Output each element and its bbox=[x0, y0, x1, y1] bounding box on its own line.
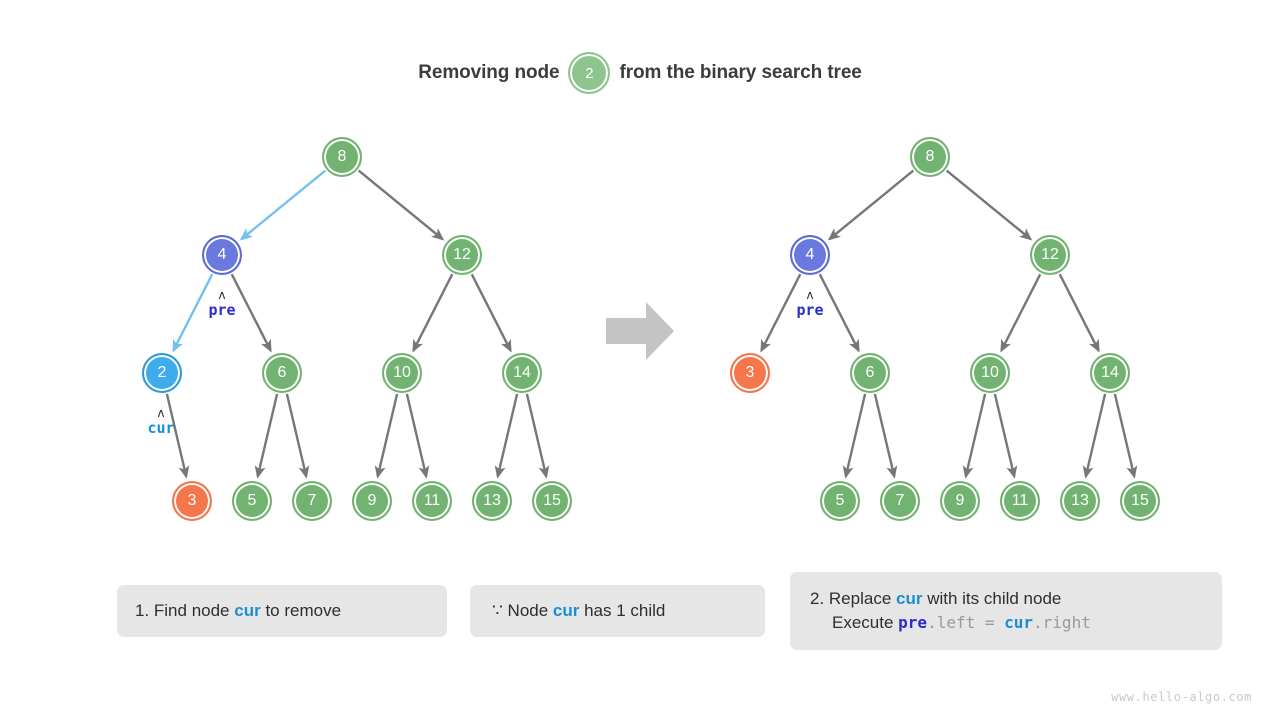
tree-edge bbox=[1082, 393, 1107, 479]
tree-node-4: 4 bbox=[790, 235, 830, 275]
tree-edge bbox=[525, 393, 550, 479]
tree-edge bbox=[873, 393, 898, 479]
tree-node-13: 13 bbox=[472, 481, 512, 521]
tree-node-9: 9 bbox=[940, 481, 980, 521]
caption-2-line1-prefix: 2. Replace bbox=[810, 589, 896, 608]
tree-edge bbox=[230, 273, 272, 353]
tree-edge bbox=[412, 273, 454, 353]
tree-edge bbox=[374, 393, 399, 479]
caption-reason-cur-token: cur bbox=[552, 601, 580, 620]
tree-node-8: 8 bbox=[910, 137, 950, 177]
caption-1-prefix: 1. Find node bbox=[135, 601, 235, 620]
tree-node-13: 13 bbox=[1060, 481, 1100, 521]
tree-edge bbox=[1058, 273, 1100, 353]
tree-node-5: 5 bbox=[232, 481, 272, 521]
tree-node-12: 12 bbox=[442, 235, 482, 275]
tree-node-15: 15 bbox=[532, 481, 572, 521]
caret-icon: ʌ bbox=[806, 288, 814, 302]
tree-edge bbox=[1000, 273, 1042, 353]
caption-2-right-expr: .right bbox=[1033, 613, 1091, 632]
caption-step-1-line: 1. Find node cur to remove bbox=[135, 601, 447, 621]
tree-node-2: 2 bbox=[142, 353, 182, 393]
tree-node-14: 14 bbox=[1090, 353, 1130, 393]
tree-edge bbox=[470, 273, 512, 353]
tree-edge bbox=[945, 169, 1033, 241]
caption-2-pre-token: pre bbox=[898, 613, 928, 632]
title-text-before: Removing node bbox=[418, 62, 560, 83]
caption-2-cur-token: cur bbox=[1004, 613, 1034, 632]
caret-icon: ʌ bbox=[218, 288, 226, 302]
transition-arrow-icon bbox=[606, 302, 674, 360]
pointer-label-text: pre bbox=[208, 301, 236, 319]
tree-node-14: 14 bbox=[502, 353, 542, 393]
tree-edge bbox=[165, 393, 190, 479]
tree-node-8: 8 bbox=[322, 137, 362, 177]
title-text-after: from the binary search tree bbox=[619, 62, 862, 83]
tree-edge bbox=[357, 169, 445, 241]
tree-edge bbox=[760, 273, 802, 353]
caption-1-cur-token: cur bbox=[234, 601, 261, 620]
tree-node-6: 6 bbox=[262, 353, 302, 393]
caption-2-line-2: Execute pre.left = cur.right bbox=[810, 613, 1222, 633]
tree-node-4: 4 bbox=[202, 235, 242, 275]
caption-step-2: 2. Replace cur with its child node Execu… bbox=[790, 572, 1222, 650]
caption-2-line1-cur-token: cur bbox=[896, 589, 923, 608]
caption-reason: ∵ Node cur has 1 child bbox=[470, 585, 765, 637]
tree-node-15: 15 bbox=[1120, 481, 1160, 521]
tree-edge bbox=[1113, 393, 1138, 479]
tree-node-9: 9 bbox=[352, 481, 392, 521]
caption-2-left-expr: .left = bbox=[927, 613, 1005, 632]
tree-node-5: 5 bbox=[820, 481, 860, 521]
tree-edge bbox=[285, 393, 310, 479]
tree-edge bbox=[993, 393, 1018, 479]
tree-node-6: 6 bbox=[850, 353, 890, 393]
tree-edge bbox=[239, 169, 327, 241]
tree-node-3: 3 bbox=[730, 353, 770, 393]
pointer-label-text: pre bbox=[796, 301, 824, 319]
tree-node-10: 10 bbox=[970, 353, 1010, 393]
caret-icon: ʌ bbox=[157, 406, 165, 420]
tree-node-11: 11 bbox=[1000, 481, 1040, 521]
title-node-badge: 2 bbox=[568, 52, 611, 94]
tree-edge bbox=[254, 393, 279, 479]
caption-2-line1-suffix: with its child node bbox=[922, 589, 1062, 608]
tree-node-7: 7 bbox=[292, 481, 332, 521]
caption-reason-line: ∵ Node cur has 1 child bbox=[492, 601, 765, 621]
tree-node-10: 10 bbox=[382, 353, 422, 393]
caption-2-line2-prefix: Execute bbox=[832, 613, 899, 632]
caption-reason-suffix: has 1 child bbox=[579, 601, 666, 620]
tree-edge bbox=[842, 393, 867, 479]
tree-node-7: 7 bbox=[880, 481, 920, 521]
caption-reason-prefix: ∵ Node bbox=[492, 601, 553, 620]
caption-1-suffix: to remove bbox=[260, 601, 342, 620]
tree-edge bbox=[494, 393, 519, 479]
tree-edge bbox=[827, 169, 915, 241]
watermark: www.hello-algo.com bbox=[1111, 690, 1252, 704]
tree-edge bbox=[405, 393, 430, 479]
tree-edge bbox=[172, 273, 214, 353]
tree-node-12: 12 bbox=[1030, 235, 1070, 275]
tree-node-3: 3 bbox=[172, 481, 212, 521]
page-title: Removing node 2 from the binary search t… bbox=[0, 52, 1280, 94]
caption-2-line-1: 2. Replace cur with its child node bbox=[810, 589, 1222, 609]
tree-edge bbox=[818, 273, 860, 353]
caption-step-1: 1. Find node cur to remove bbox=[117, 585, 447, 637]
tree-edge bbox=[962, 393, 987, 479]
tree-node-11: 11 bbox=[412, 481, 452, 521]
pointer-label-text: cur bbox=[147, 419, 175, 437]
